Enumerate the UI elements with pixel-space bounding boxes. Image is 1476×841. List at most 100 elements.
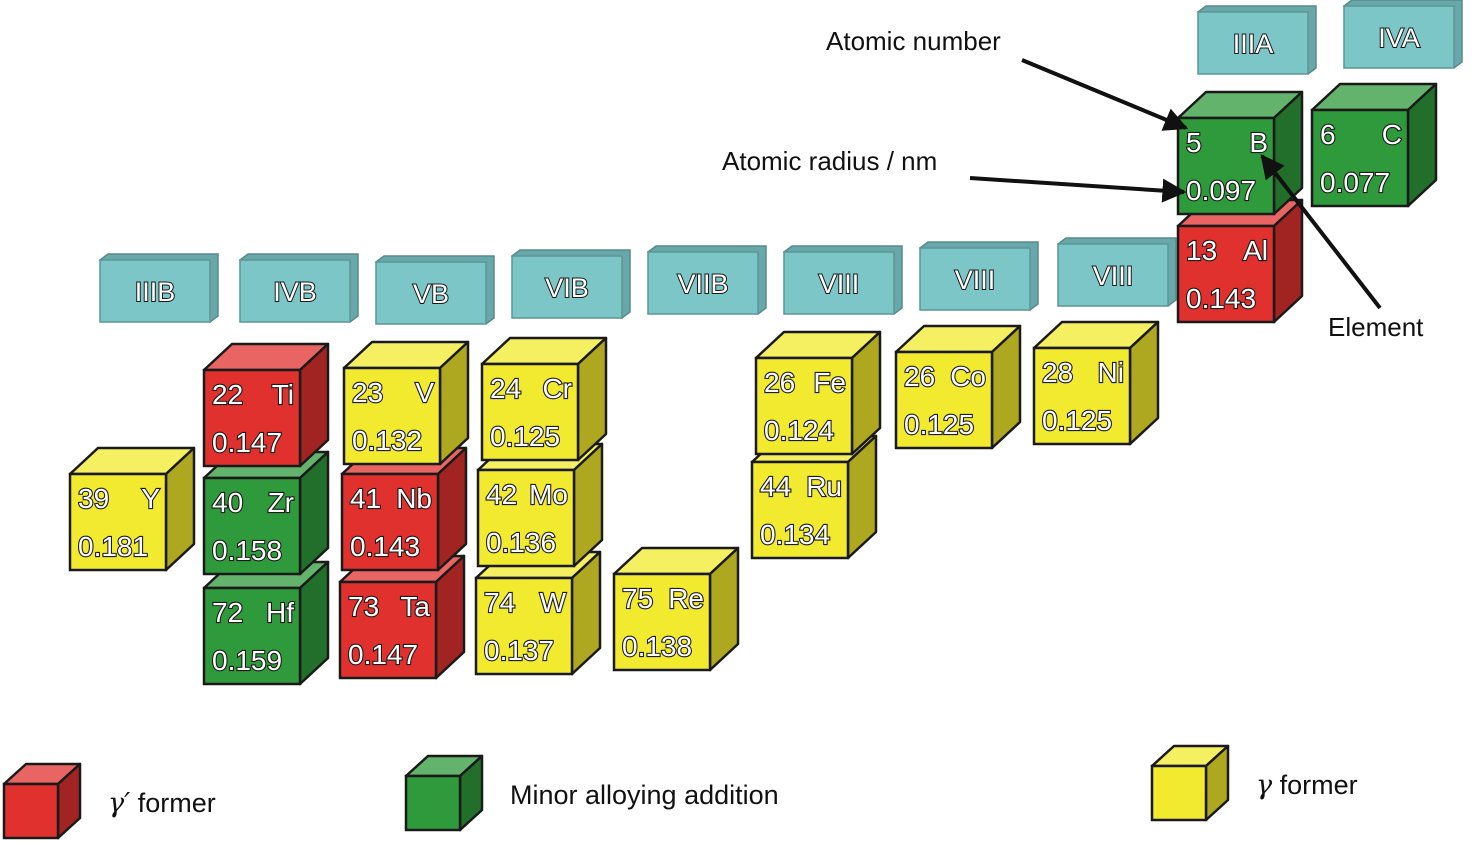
element-symbol: Cr bbox=[542, 373, 572, 404]
element-symbol: Ru bbox=[806, 471, 842, 502]
group-header-viii-9: VIII bbox=[1056, 237, 1177, 307]
legend-item-gamma-prime-former: γ′ former bbox=[2, 762, 216, 840]
group-header-viii-7: VIII bbox=[782, 245, 903, 315]
atomic-number: 23 bbox=[352, 377, 383, 408]
group-header-iva-1: IVA bbox=[1342, 0, 1463, 69]
legend-item-gamma-former: γ former bbox=[1150, 744, 1358, 822]
element-symbol: Ni bbox=[1098, 357, 1124, 388]
element-cube-b: 5 B 0.097 bbox=[1176, 90, 1304, 216]
atomic-number: 24 bbox=[490, 373, 521, 404]
element-symbol: Re bbox=[668, 583, 704, 614]
atomic-radius: 0.143 bbox=[1186, 283, 1256, 314]
atomic-radius: 0.136 bbox=[486, 527, 556, 558]
legend-label: γ former bbox=[1256, 770, 1358, 801]
element-cube-zr: 40 Zr 0.158 bbox=[202, 450, 330, 576]
legend-label-text: former bbox=[1272, 770, 1358, 800]
group-header-label: VB bbox=[413, 279, 449, 309]
group-header-label: IVA bbox=[1378, 23, 1420, 53]
atomic-radius-annotation: Atomic radius / nm bbox=[722, 146, 937, 176]
element-symbol: Ti bbox=[272, 379, 294, 410]
element-symbol: Fe bbox=[813, 367, 846, 398]
element-symbol: Co bbox=[950, 361, 986, 392]
group-header-label: IVB bbox=[273, 277, 317, 307]
atomic-number: 39 bbox=[78, 483, 109, 514]
element-cube-ni: 28 Ni 0.125 bbox=[1032, 320, 1160, 446]
element-symbol: V bbox=[415, 377, 434, 408]
atomic-number: 40 bbox=[212, 487, 243, 518]
element-symbol: Zr bbox=[268, 487, 294, 518]
element-symbol: Ta bbox=[400, 591, 430, 622]
legend: γ′ former Minor alloying addition γ former bbox=[2, 744, 1358, 840]
legend-item-minor-alloying: Minor alloying addition bbox=[404, 754, 779, 832]
atomic-radius: 0.138 bbox=[622, 631, 692, 662]
atomic-radius: 0.132 bbox=[352, 425, 422, 456]
atomic-radius: 0.124 bbox=[764, 415, 834, 446]
legend-label: γ′ former bbox=[108, 788, 216, 819]
element-symbol: Nb bbox=[396, 483, 432, 514]
group-header-label: VIII bbox=[1093, 261, 1134, 291]
group-header-label: VIII bbox=[819, 269, 860, 299]
group-header-iiia-0: IIIA bbox=[1196, 5, 1317, 75]
element-cube-fe: 26 Fe 0.124 bbox=[754, 330, 882, 456]
group-header-iiib-2: IIIB bbox=[98, 253, 219, 323]
group-header-label: IIIB bbox=[135, 277, 176, 307]
annotations: Atomic number Atomic radius / nm Element bbox=[722, 26, 1424, 342]
group-header-label: IIIA bbox=[1233, 29, 1274, 59]
atomic-number: 41 bbox=[350, 483, 381, 514]
atomic-number: 28 bbox=[1042, 357, 1073, 388]
legend-label: Minor alloying addition bbox=[510, 780, 779, 810]
atomic-radius: 0.159 bbox=[212, 645, 282, 676]
element-symbol: Mo bbox=[529, 479, 568, 510]
atomic-number-annotation: Atomic number bbox=[826, 26, 1001, 56]
atomic-number: 26 bbox=[764, 367, 795, 398]
atomic-radius: 0.077 bbox=[1320, 167, 1390, 198]
group-header-label: VIIB bbox=[677, 269, 728, 299]
group-header-vb-4: VB bbox=[374, 255, 495, 325]
atomic-number: 72 bbox=[212, 597, 243, 628]
element-symbol: Hf bbox=[266, 597, 294, 628]
group-header-vib-5: VIB bbox=[510, 249, 631, 319]
element-cube-mo: 42 Mo 0.136 bbox=[476, 442, 604, 568]
atomic-radius: 0.181 bbox=[78, 531, 148, 562]
atomic-number: 13 bbox=[1186, 235, 1217, 266]
element-symbol: W bbox=[540, 587, 567, 618]
atomic-number: 5 bbox=[1186, 127, 1202, 158]
element-cube-v: 23 V 0.132 bbox=[342, 340, 470, 466]
atomic-radius: 0.147 bbox=[212, 427, 282, 458]
atomic-radius: 0.097 bbox=[1186, 175, 1256, 206]
element-cube-y: 39 Y 0.181 bbox=[68, 446, 196, 572]
atomic-radius: 0.134 bbox=[760, 519, 830, 550]
group-header-ivb-3: IVB bbox=[238, 253, 359, 323]
legend-label-text: former bbox=[130, 788, 216, 818]
group-header-label: VIII bbox=[955, 265, 996, 295]
atomic-radius-arrow bbox=[969, 176, 1187, 203]
atomic-radius: 0.125 bbox=[490, 421, 560, 452]
atomic-number: 22 bbox=[212, 379, 243, 410]
element-arrow bbox=[1260, 154, 1382, 310]
element-cube-cr: 24 Cr 0.125 bbox=[480, 336, 608, 462]
atomic-number: 75 bbox=[622, 583, 653, 614]
element-symbol: C bbox=[1382, 119, 1402, 150]
group-headers: IIIA IVA IIIB IVB VB VIB VIIB VIII VIII VIII bbox=[98, 0, 1463, 325]
atomic-number-arrow bbox=[1021, 58, 1189, 131]
element-cube-c: 6 C 0.077 bbox=[1310, 82, 1438, 208]
element-annotation: Element bbox=[1328, 312, 1424, 342]
group-header-label: VIB bbox=[545, 273, 589, 303]
legend-gamma-symbol: γ bbox=[1256, 770, 1273, 801]
element-cube-nb: 41 Nb 0.143 bbox=[340, 446, 468, 572]
atomic-number: 42 bbox=[486, 479, 517, 510]
atomic-radius: 0.147 bbox=[348, 639, 418, 670]
element-cube-re: 75 Re 0.138 bbox=[612, 546, 740, 672]
atomic-number: 6 bbox=[1320, 119, 1336, 150]
atomic-number: 74 bbox=[484, 587, 515, 618]
element-symbol: B bbox=[1249, 127, 1268, 158]
group-header-viii-8: VIII bbox=[918, 241, 1039, 311]
atomic-radius: 0.125 bbox=[1042, 405, 1112, 436]
element-symbol: Y bbox=[141, 483, 160, 514]
atomic-radius: 0.158 bbox=[212, 535, 282, 566]
atomic-radius: 0.143 bbox=[350, 531, 420, 562]
element-cube-hf: 72 Hf 0.159 bbox=[202, 560, 330, 686]
